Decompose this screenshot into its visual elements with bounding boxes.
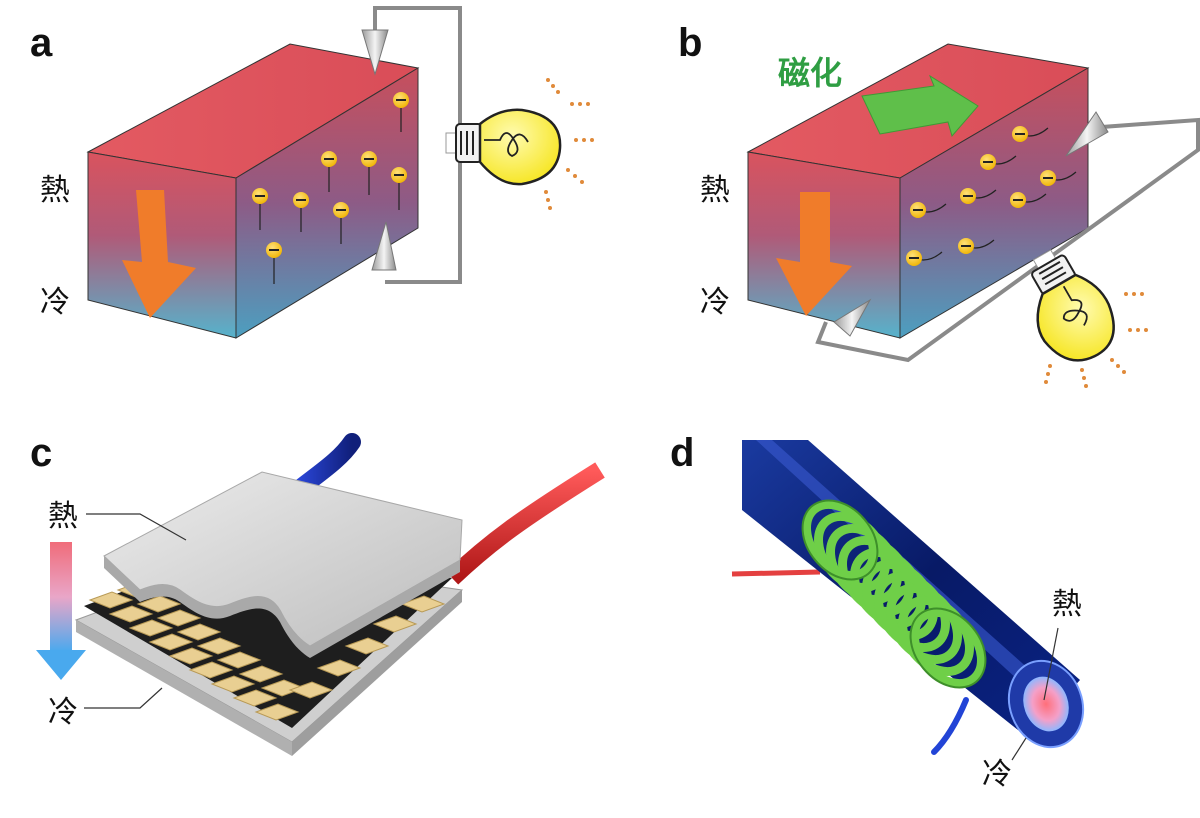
panel-b: b 磁化 [678,21,1200,388]
blue-wire-d [931,697,969,755]
electron-icon [361,151,377,195]
panel-letter-b: b [678,21,702,65]
electron-icon [391,167,407,210]
leader-line-cold-d [1011,737,1027,761]
electron-icon [980,154,996,170]
electrons-b-icons [906,126,1056,266]
magnetization-label: 磁化 [778,54,842,92]
electron-icon [906,250,922,266]
panel-a: a [30,6,594,339]
cold-label-a: 冷 [40,285,70,320]
red-wire-c [445,462,605,585]
hot-label-d: 熱 [1052,587,1082,622]
electron-icon [321,151,337,192]
electron-icon [333,202,349,244]
current-cone-right [1065,111,1109,157]
electron-icon [1040,170,1056,186]
electron-icon [1010,192,1026,208]
light-bulb-icon [445,78,594,210]
electron-icon [293,192,309,232]
electron-icon [266,242,282,284]
cold-label-c: 冷 [48,695,78,730]
hot-label-b: 熱 [700,173,730,208]
magnetization-arrow-icon [861,74,979,138]
electron-icon [960,188,976,204]
electrons-a [252,92,409,284]
leader-line-hot-d [1043,627,1059,701]
hot-spot-d [1023,676,1069,732]
hot-label-c: 熱 [48,499,78,534]
light-bulb-icon [1031,249,1115,362]
panel-letter-c: c [30,431,52,475]
current-cone-left [833,298,872,337]
panel-letter-a: a [30,21,53,65]
cold-label-b: 冷 [700,285,730,320]
panel-d: d 熱 冷 [670,431,1085,792]
panel-letter-d: d [670,431,694,475]
circuit-wire-a [373,6,462,284]
current-cone-bottom [371,221,397,271]
red-wire-d [731,569,821,577]
arrow-down-icon [122,190,196,318]
electron-icon [393,92,409,132]
hot-label-a: 熱 [40,173,70,208]
leader-line-cold-c [84,687,163,709]
electron-icon [252,188,268,230]
electron-icon [958,238,974,254]
panel-c: c [30,431,605,756]
electron-icon [1012,126,1028,142]
arrow-down-icon [776,192,852,316]
current-cone-top [361,29,389,76]
top-plate-c [103,471,463,658]
heat-flow-arrow-c [36,542,86,680]
cold-label-d: 冷 [982,757,1012,792]
leader-line-hot-c [86,513,187,541]
light-rays-b [1044,292,1148,388]
electron-icon [910,202,926,218]
